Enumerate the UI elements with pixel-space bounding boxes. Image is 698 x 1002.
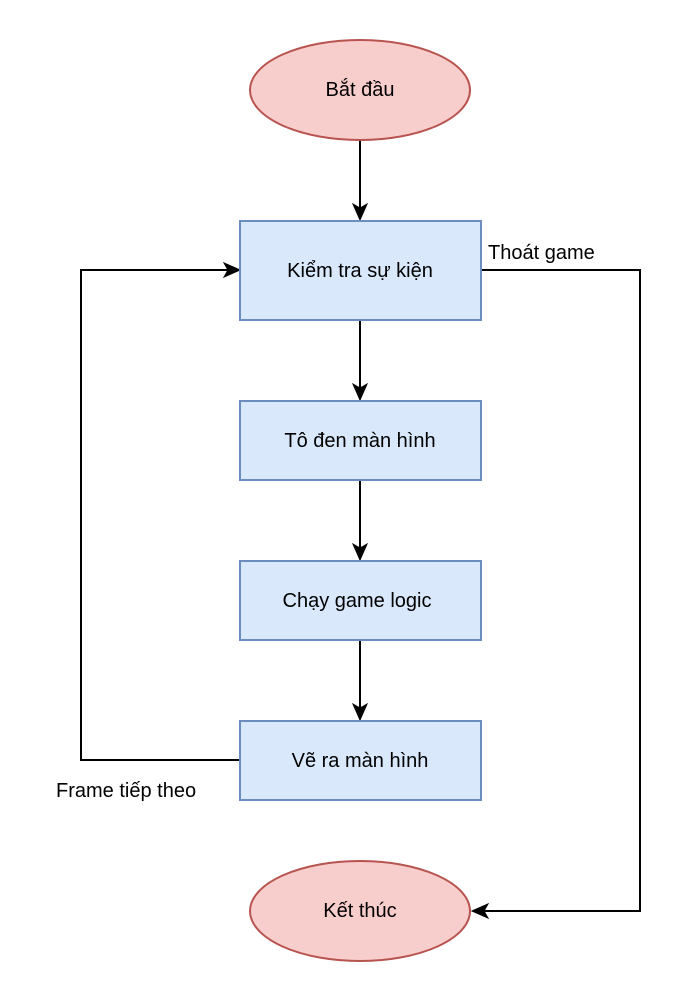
node-start: Bắt đầu (249, 39, 471, 141)
arrow-exit-game (470, 902, 490, 920)
start-label: Bắt đầu (326, 78, 395, 101)
arrow-logic-to-draw (351, 702, 369, 722)
draw-screen-process-shape (239, 720, 482, 801)
edges (80, 141, 641, 920)
run-logic-label: Chạy game logic (283, 590, 432, 612)
arrow-check-to-clear (351, 382, 369, 402)
arrow-next-frame-loop (222, 261, 242, 279)
node-draw-screen: Vẽ ra màn hình (239, 720, 482, 801)
clear-screen-process-shape (239, 400, 482, 481)
check-events-process-shape (239, 220, 482, 321)
check-events-label: Kiểm tra sự kiện (287, 260, 433, 282)
arrow-clear-to-logic (351, 542, 369, 562)
start-terminal-shape (249, 39, 471, 141)
next-frame-label: Frame tiếp theo (56, 780, 196, 802)
exit-game-label: Thoát game (488, 242, 595, 264)
node-clear-screen: Tô đen màn hình (239, 400, 482, 481)
arrow-start-to-check (351, 202, 369, 222)
clear-screen-label: Tô đen màn hình (284, 430, 435, 452)
edge-exit-game (481, 269, 641, 912)
run-logic-process-shape (239, 560, 482, 641)
node-end: Kết thúc (249, 860, 471, 962)
node-run-logic: Chạy game logic (239, 560, 482, 641)
draw-screen-label: Vẽ ra màn hình (292, 750, 429, 772)
edge-next-frame-loop (80, 269, 240, 761)
node-check-events: Kiểm tra sự kiện (239, 220, 482, 321)
end-label: Kết thúc (323, 900, 396, 922)
end-terminal-shape (249, 860, 471, 962)
